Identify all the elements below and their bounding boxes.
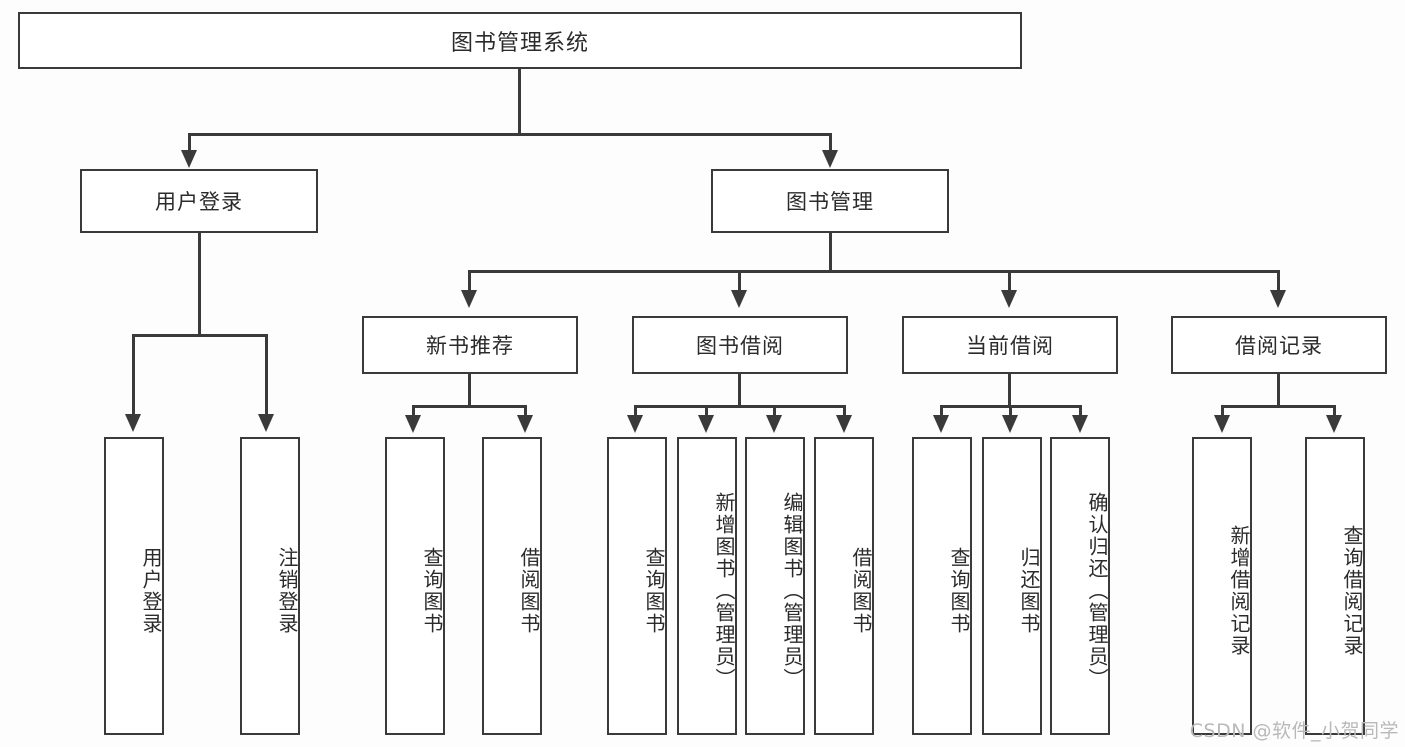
- connector-current-borrow-child1: [940, 405, 943, 419]
- arrowhead-leaf-user-login: [125, 414, 141, 432]
- connector-user-login-child2: [265, 334, 268, 418]
- connector-book-borrow-child2: [705, 405, 708, 419]
- node-root-system[interactable]: 图书管理系统: [18, 12, 1022, 69]
- arrowhead-leaf-borrow-book-1: [517, 415, 533, 433]
- connector-borrow-record-child1: [1221, 405, 1224, 419]
- leaf-add-borrow-record[interactable]: 新增借阅记录: [1192, 437, 1252, 735]
- arrowhead-borrow-record: [1270, 290, 1286, 308]
- connector-borrow-record-fanbar: [1221, 405, 1336, 408]
- connector-to-current-borrow: [1008, 270, 1011, 294]
- connector-current-borrow-stem: [1008, 374, 1011, 407]
- leaf-query-book-borrow[interactable]: 查询图书: [607, 437, 667, 735]
- arrowhead-book-mgmt: [822, 150, 838, 168]
- leaf-edit-book-admin[interactable]: 编辑图书（管理员）: [745, 437, 805, 735]
- leaf-user-login[interactable]: 用户登录: [104, 437, 164, 735]
- csdn-watermark: CSDN @软件_小贺同学: [1189, 720, 1399, 742]
- node-borrow-record[interactable]: 借阅记录: [1171, 316, 1387, 374]
- connector-book-borrow-fanbar: [634, 405, 846, 408]
- connector-book-mgmt-fanbar: [468, 270, 1280, 273]
- connector-user-login-stem: [198, 233, 201, 336]
- arrowhead-new-book-rec: [461, 290, 477, 308]
- arrowhead-leaf-add-book: [698, 415, 714, 433]
- arrowhead-leaf-return-book: [1002, 415, 1018, 433]
- leaf-query-book-new-rec[interactable]: 查询图书: [385, 437, 445, 735]
- connector-to-new-book-rec: [468, 270, 471, 294]
- connector-book-borrow-child1: [634, 405, 637, 419]
- arrowhead-leaf-query-book-3: [933, 415, 949, 433]
- connector-current-borrow-child2: [1009, 405, 1012, 419]
- connector-root-to-book-mgmt: [829, 133, 832, 155]
- node-user-login[interactable]: 用户登录: [80, 169, 318, 233]
- connector-new-book-rec-child2: [524, 405, 527, 419]
- connector-root-fanbar: [188, 133, 832, 136]
- arrowhead-current-borrow: [1001, 290, 1017, 308]
- arrowhead-leaf-confirm-return: [1072, 415, 1088, 433]
- leaf-add-book-admin[interactable]: 新增图书（管理员）: [677, 437, 737, 735]
- leaf-return-book[interactable]: 归还图书: [982, 437, 1042, 735]
- leaf-query-borrow-record[interactable]: 查询借阅记录: [1305, 437, 1365, 735]
- connector-book-borrow-child4: [843, 405, 846, 419]
- connector-book-mgmt-stem: [829, 233, 832, 272]
- arrowhead-leaf-query-book-1: [405, 415, 421, 433]
- connector-new-book-rec-fanbar: [412, 405, 527, 408]
- connector-to-book-borrow: [738, 270, 741, 294]
- node-current-borrow[interactable]: 当前借阅: [902, 316, 1118, 374]
- arrowhead-leaf-add-record: [1214, 415, 1230, 433]
- leaf-borrow-book-borrow[interactable]: 借阅图书: [814, 437, 874, 735]
- connector-borrow-record-stem: [1277, 374, 1280, 407]
- connector-new-book-rec-stem: [468, 374, 471, 407]
- connector-root-to-user-login: [188, 133, 191, 155]
- connector-user-login-fanbar: [132, 334, 268, 337]
- connector-to-borrow-record: [1277, 270, 1280, 294]
- node-book-management[interactable]: 图书管理: [711, 169, 949, 233]
- node-book-borrow[interactable]: 图书借阅: [632, 316, 848, 374]
- arrowhead-leaf-borrow-book-2: [836, 415, 852, 433]
- connector-book-borrow-child3: [773, 405, 776, 419]
- node-new-book-recommend[interactable]: 新书推荐: [362, 316, 578, 374]
- connector-borrow-record-child2: [1333, 405, 1336, 419]
- arrowhead-leaf-edit-book: [766, 415, 782, 433]
- connector-new-book-rec-child1: [412, 405, 415, 419]
- arrowhead-user-login: [181, 150, 197, 168]
- arrowhead-leaf-logout: [258, 414, 274, 432]
- arrowhead-leaf-query-record: [1326, 415, 1342, 433]
- connector-root-stem: [518, 69, 521, 134]
- leaf-logout[interactable]: 注销登录: [240, 437, 300, 735]
- connector-book-borrow-stem: [738, 374, 741, 407]
- leaf-query-book-current[interactable]: 查询图书: [912, 437, 972, 735]
- leaf-borrow-book-new-rec[interactable]: 借阅图书: [482, 437, 542, 735]
- connector-user-login-child1: [132, 334, 135, 418]
- arrowhead-leaf-query-book-2: [627, 415, 643, 433]
- leaf-confirm-return-admin[interactable]: 确认归还（管理员）: [1050, 437, 1110, 735]
- arrowhead-book-borrow: [731, 290, 747, 308]
- connector-current-borrow-child3: [1079, 405, 1082, 419]
